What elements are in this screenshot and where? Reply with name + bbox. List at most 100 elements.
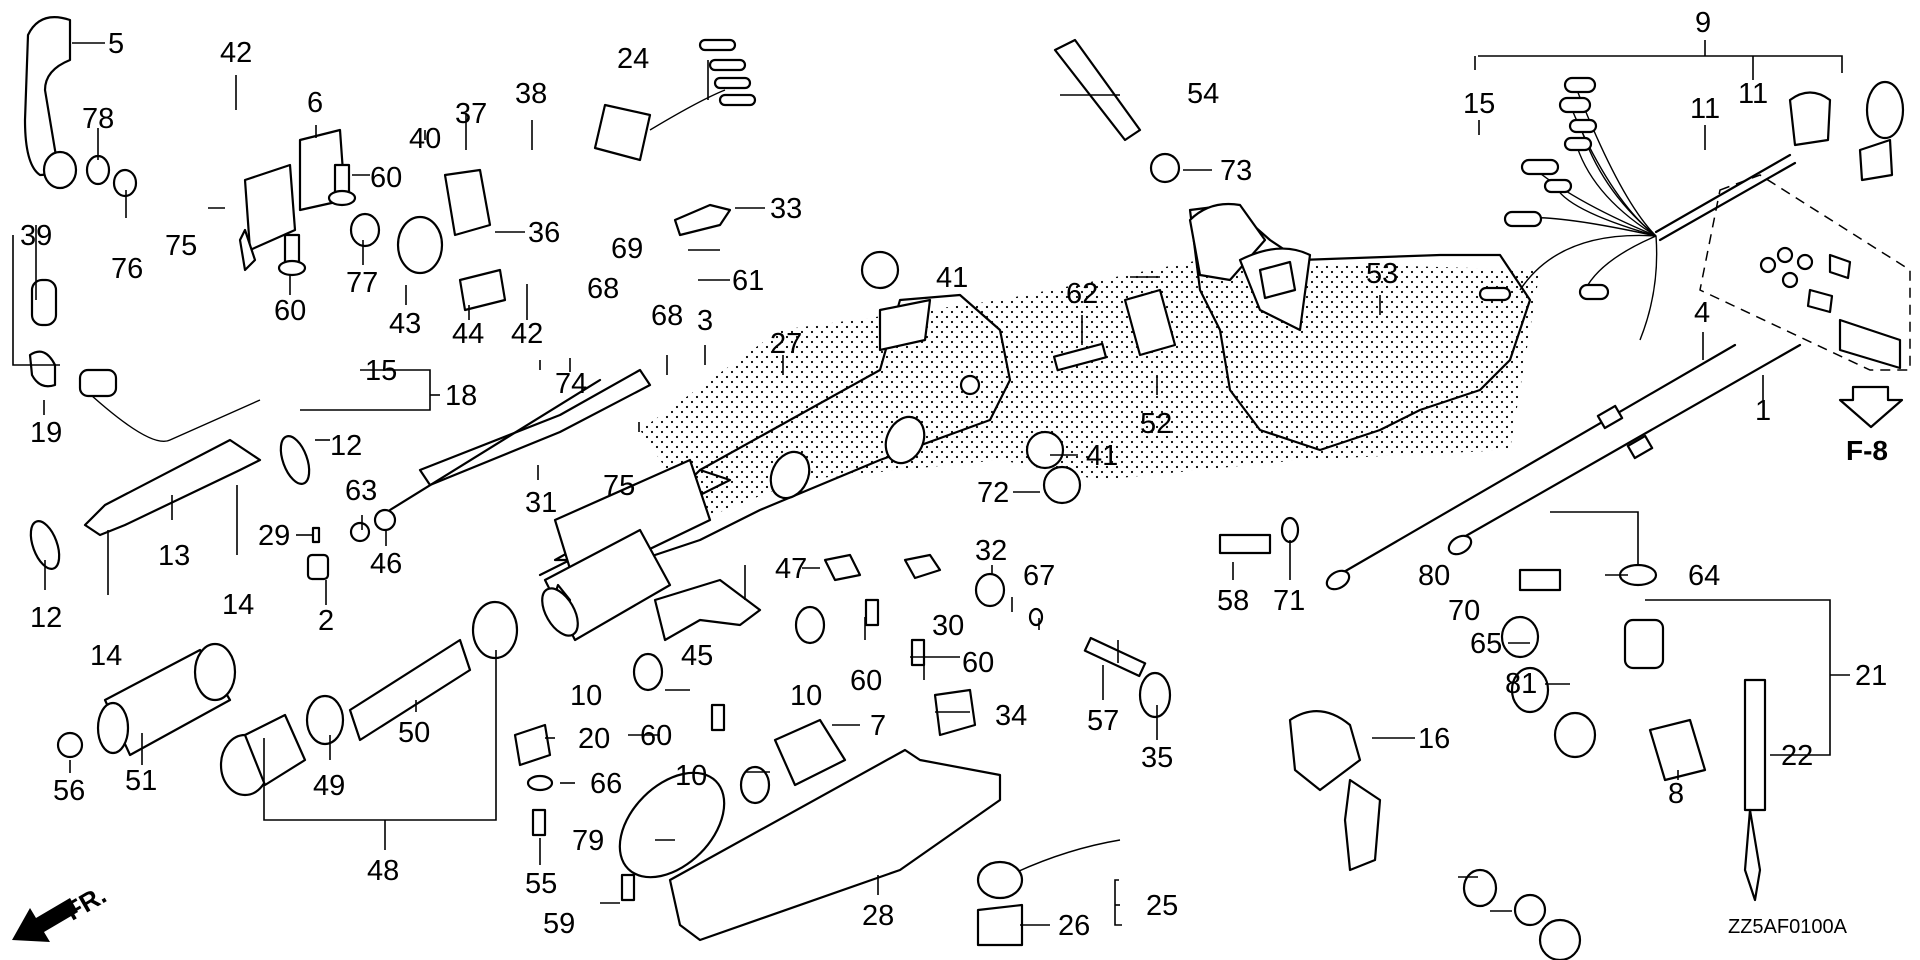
callout-35: 35 [1141,742,1173,774]
callout-58: 58 [1217,585,1249,617]
callout-34: 34 [995,700,1027,732]
callout-37: 37 [455,98,487,130]
callout-10: 10 [570,680,602,712]
callout-26: 26 [1058,910,1090,942]
callout-11: 11 [1738,78,1768,110]
callout-79: 79 [572,825,604,857]
callout-38: 38 [515,78,547,110]
callout-52: 52 [1140,408,1172,440]
callout-24: 24 [617,43,649,75]
reference-arrow-icon [1838,385,1904,429]
wiring-harness [1478,76,1905,341]
callout-33: 33 [770,193,802,225]
callout-42: 42 [511,318,543,350]
leader-lines [12,40,1850,926]
callout-19: 19 [30,417,62,449]
callout-53: 53 [1366,258,1398,290]
swivel-bracket [1188,202,1532,452]
callout-13: 13 [158,540,190,572]
callout-12: 12 [330,430,362,462]
callout-1: 1 [1755,395,1771,427]
callout-8: 8 [1668,778,1684,810]
callout-12: 12 [30,602,62,634]
callout-77: 77 [346,267,378,299]
callout-70: 70 [1448,595,1480,627]
callout-7: 7 [870,710,886,742]
callout-32: 32 [975,535,1007,567]
callout-14: 14 [90,640,122,672]
callout-60: 60 [962,647,994,679]
callout-50: 50 [398,717,430,749]
callout-9: 9 [1695,7,1711,39]
callout-60: 60 [850,665,882,697]
callout-66: 66 [590,768,622,800]
callout-5: 5 [108,28,124,60]
callout-69: 69 [611,233,643,265]
callout-67: 67 [1023,560,1055,592]
callout-68: 68 [587,273,619,305]
callout-61: 61 [732,265,764,297]
callout-41: 41 [936,262,968,294]
callout-47: 47 [775,553,807,585]
callout-76: 76 [111,253,143,285]
front-arrow-icon [12,898,78,942]
callout-30: 30 [932,610,964,642]
callout-18: 18 [445,380,477,412]
callout-42: 42 [220,37,252,69]
callout-54: 54 [1187,78,1219,110]
callout-75: 75 [165,230,197,262]
callout-6: 6 [307,87,323,119]
callout-41: 41 [1086,440,1118,472]
callout-31: 31 [525,487,557,519]
callout-81: 81 [1505,668,1537,700]
callout-73: 73 [1220,155,1252,187]
drawing-code: ZZ5AF0100A [1728,916,1848,938]
callout-15: 15 [1463,88,1495,120]
callout-28: 28 [862,900,894,932]
callout-43: 43 [389,308,421,340]
callout-21: 21 [1855,660,1887,692]
callout-29: 29 [258,520,290,552]
callout-59: 59 [543,908,575,940]
callout-15: 15 [365,355,397,387]
callout-78: 78 [82,103,114,135]
callout-14: 14 [222,589,254,621]
callout-56: 56 [53,775,85,807]
callout-65: 65 [1470,628,1502,660]
callout-74: 74 [555,368,587,400]
callout-75: 75 [603,470,635,502]
callout-48: 48 [367,855,399,887]
callout-63: 63 [345,475,377,507]
callout-44: 44 [452,318,484,350]
callout-49: 49 [313,770,345,802]
callout-60: 60 [274,295,306,327]
callout-3: 3 [697,305,713,337]
callout-51: 51 [125,765,157,797]
callout-55: 55 [525,868,557,900]
callout-16: 16 [1418,723,1450,755]
callout-20: 20 [578,723,610,755]
callout-80: 80 [1418,560,1450,592]
callout-60: 60 [370,162,402,194]
callout-45: 45 [681,640,713,672]
callout-4: 4 [1694,297,1710,329]
callout-36: 36 [528,217,560,249]
f8-inset [1699,174,1911,371]
callout-11: 11 [1690,93,1720,125]
small-parts [23,16,1767,960]
callout-72: 72 [977,477,1009,509]
callout-27: 27 [770,328,802,360]
reference-label-f8: F-8 [1846,435,1888,466]
callout-71: 71 [1273,585,1305,617]
callout-60: 60 [640,720,672,752]
callout-40: 40 [409,123,441,155]
callout-64: 64 [1688,560,1720,592]
control-cables [1325,343,1802,591]
callout-10: 10 [790,680,822,712]
callout-62: 62 [1066,278,1098,310]
callout-68: 68 [651,300,683,332]
callout-22: 22 [1781,740,1813,772]
callout-46: 46 [370,548,402,580]
callout-39: 39 [20,220,52,252]
